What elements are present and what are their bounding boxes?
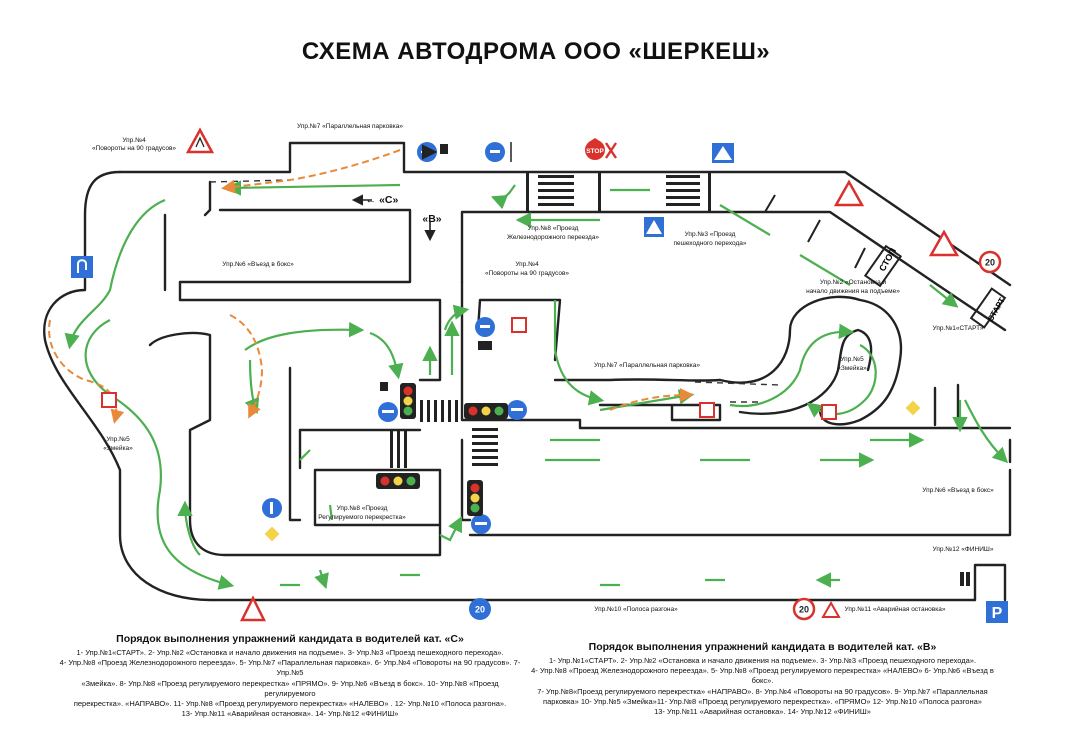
diagram-labels: Упр.№4 «Повороты на 90 градусов» Упр.№7 …	[92, 123, 994, 613]
label-upr5-left-desc: «Змейка»	[103, 444, 133, 452]
legend-b-line: 13- Упр.№11 «Аварийная остановка». 14- У…	[654, 707, 871, 717]
label-direction-b: «В»	[422, 213, 441, 225]
label-upr8-reg-desc: Регулируемого перекрестка»	[318, 514, 406, 521]
label-upr3: Упр.№3 «Проезд	[685, 231, 736, 238]
road-edges	[43, 141, 1012, 602]
crossing-x-icon	[605, 142, 617, 159]
start-lane-markings	[764, 194, 1007, 329]
label-upr6-left: Упр.№6 «Въезд в бокс»	[222, 260, 294, 268]
legend-c-heading: Порядок выполнения упражнений кандидата …	[116, 633, 464, 645]
legend-category-c: Порядок выполнения упражнений кандидата …	[55, 632, 525, 719]
pedestrian-crossing-sign-icon	[712, 143, 734, 163]
svg-text:P: P	[992, 605, 1003, 622]
speed-limit-sign-icon: 20	[978, 250, 1002, 274]
legend-c-line: 4- Упр.№8 «Проезд Железнодорожного перее…	[59, 658, 521, 678]
label-upr4-left: Упр.№4	[122, 137, 146, 144]
label-upr2: Упр.№2 «Остановка и	[820, 279, 887, 286]
label-upr5-left: Упр.№5	[106, 436, 130, 443]
parking-sign-icon: P	[986, 601, 1008, 623]
one-way-sign-icon	[475, 317, 495, 350]
label-upr4-mid: Упр.№4	[515, 261, 539, 268]
traffic-light-icon	[376, 473, 420, 489]
label-upr7-mid: Упр.№7 «Параллельная парковка»	[594, 362, 700, 369]
label-upr11: Упр.№11 «Аварийная остановка»	[845, 605, 946, 613]
legend-b-line: 1- Упр.№1«СТАРТ». 2- Упр.№2 «Остановка и…	[548, 656, 977, 665]
label-upr4-mid-desc: «Повороты на 90 градусов»	[485, 270, 569, 277]
legend-b-line: 7- Упр.№8«Проезд регулируемого перекрест…	[537, 686, 988, 696]
give-way-sign-icon	[262, 398, 923, 544]
emergency-triangle-icon	[239, 595, 841, 622]
signs: STOP 20 20 20	[71, 127, 1008, 623]
stop-sign-icon: STOP	[585, 138, 605, 160]
route-c	[64, 180, 1009, 585]
label-upr5-right: Упр.№5	[840, 356, 864, 363]
label-upr8-rail-desc: Железнодорожного переезда»	[507, 234, 599, 241]
turn-warning-sign-icon	[101, 317, 837, 420]
legend-b-heading: Порядок выполнения упражнений кандидата …	[588, 641, 937, 653]
finish-marking	[960, 572, 970, 586]
label-upr10: Упр.№10 «Полоса разгона»	[594, 606, 678, 613]
page-title: СХЕМА АВТОДРОМА ООО «ШЕРКЕШ»	[301, 38, 771, 65]
legend-c-line: 13- Упр.№11 «Аварийная остановка». 14- У…	[181, 709, 399, 719]
legend-category-b: Порядок выполнения упражнений кандидата …	[530, 640, 995, 717]
road-start-marking: СТАРТ	[986, 296, 1007, 323]
u-turn-sign-icon	[71, 256, 93, 278]
legend-b-line: парковка» 10- Упр.№5 «Змейка»11- Упр.№8 …	[543, 696, 982, 706]
legend-b-line: 4- Упр.№8 «Проезд Железнодорожного перее…	[531, 666, 994, 686]
one-way-sign-icon	[485, 142, 512, 162]
label-upr2-desc: начало движения на подъеме»	[806, 288, 900, 295]
label-upr7-top: Упр.№7 «Параллельная парковка»	[297, 123, 403, 130]
straight-direction-sign-icon	[262, 400, 527, 534]
label-upr4-left-desc: «Повороты на 90 градусов»	[92, 145, 176, 152]
svg-text:STOP: STOP	[586, 148, 604, 155]
svg-text:20: 20	[799, 605, 809, 615]
label-upr5-right-desc: «Змейка»	[837, 364, 867, 372]
traffic-light-icon	[380, 382, 416, 419]
parking-direction-sign-icon	[417, 142, 448, 162]
label-upr8-rail: Упр.№8 «Проезд	[528, 225, 579, 232]
pedestrian-crossing-sign-icon	[644, 217, 664, 237]
speed-limit-sign-icon: 20	[792, 597, 816, 621]
legend-c-line: перекрестка». «НАПРАВО». 11- Упр.№8 «Про…	[73, 699, 507, 709]
label-upr1: Упр.№1«СТАРТ»	[933, 325, 984, 332]
label-upr8-reg: Упр.№8 «Проезд	[337, 505, 388, 512]
traffic-light-icon	[464, 403, 508, 419]
label-upr3-desc: пешеходного перехода»	[673, 240, 746, 247]
turn-warning-sign-icon	[185, 127, 215, 154]
svg-text:20: 20	[985, 258, 995, 268]
label-upr12: Упр.№12 «ФИНИШ»	[933, 546, 994, 553]
label-upr6-right: Упр.№6 «Въезд в бокс»	[922, 486, 994, 494]
steep-slope-sign-icon	[833, 179, 960, 257]
road-stop-marking: СТОП	[877, 246, 898, 273]
crossing-regulated	[390, 400, 498, 468]
label-direction-c: ← «С»	[366, 194, 399, 206]
min-speed-sign-icon: 20	[469, 598, 491, 620]
legend-c-line: 1- Упр.№1«СТАРТ». 2- Упр.№2 «Остановка и…	[76, 648, 504, 657]
legend-c-line: «Змейка». 8- Упр.№8 «Проезд регулируемог…	[81, 678, 499, 698]
svg-text:20: 20	[475, 605, 485, 615]
lane-arrows	[351, 194, 436, 242]
crossing-top-rail	[526, 173, 711, 211]
traffic-light-icon	[467, 480, 483, 516]
